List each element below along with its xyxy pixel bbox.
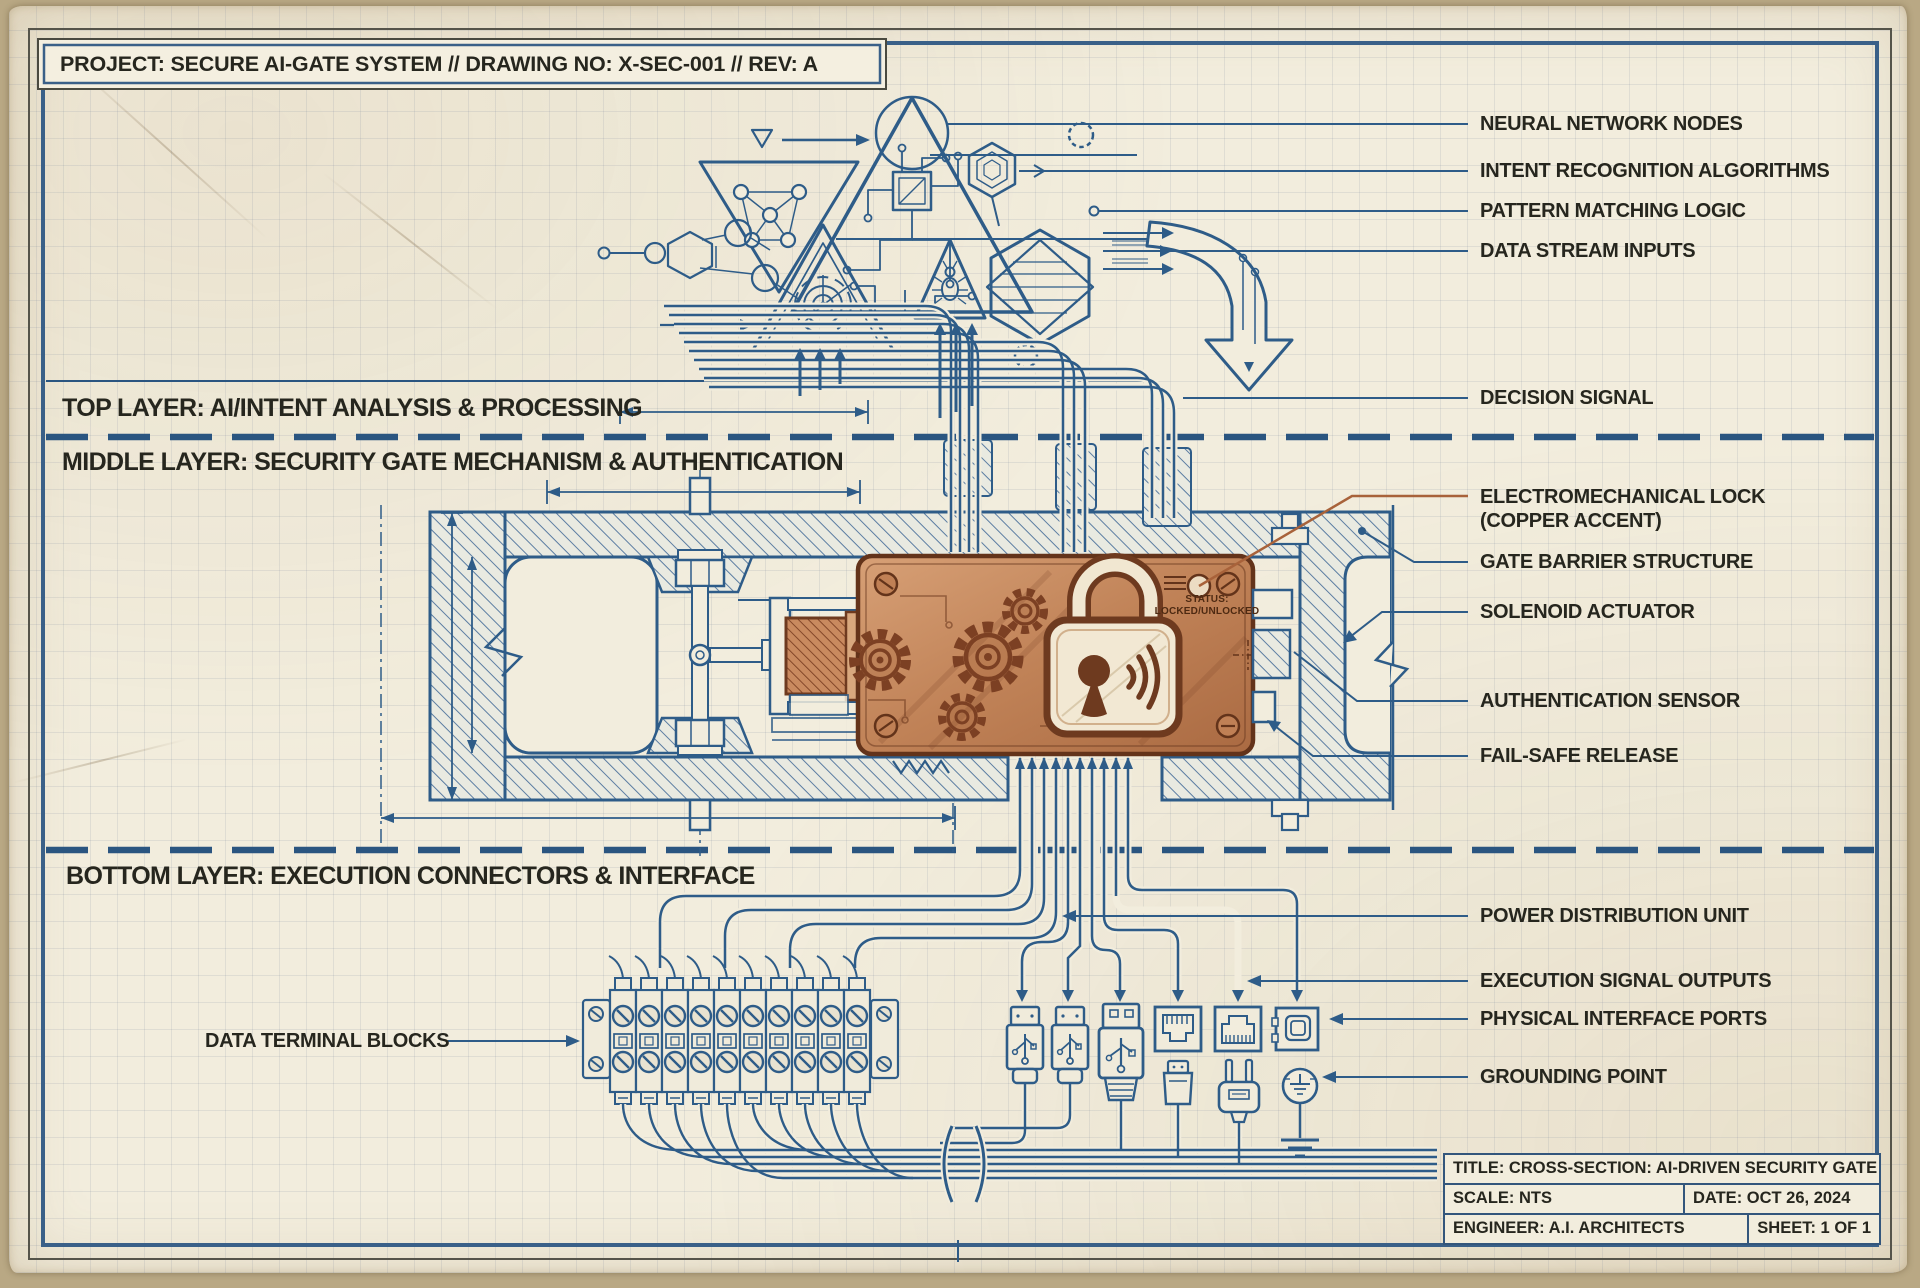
callout-fail-safe-release: FAIL-SAFE RELEASE bbox=[1480, 745, 1679, 767]
dimension-lines bbox=[381, 400, 956, 830]
wireless-signal-icon bbox=[1126, 644, 1161, 710]
data-hexagon-icon bbox=[985, 228, 1095, 346]
title-block-scale: SCALE: NTS bbox=[1453, 1189, 1552, 1207]
padlock-icon bbox=[1043, 553, 1183, 738]
top-layer-label: TOP LAYER: AI/INTENT ANALYSIS & PROCESSI… bbox=[62, 394, 643, 422]
usb-plug-icon bbox=[1097, 1002, 1145, 1102]
callout-solenoid-actuator: SOLENOID ACTUATOR bbox=[1480, 601, 1695, 623]
lock-status-label: STATUS: LOCKED/UNLOCKED bbox=[1145, 594, 1269, 617]
callout-electromechanical-lock: ELECTROMECHANICAL LOCK (COPPER ACCENT) bbox=[1480, 486, 1766, 532]
copper-coil-icon bbox=[784, 616, 850, 696]
authentication-sensor-blocks bbox=[1251, 588, 1294, 724]
signal-up-arrows bbox=[1015, 757, 1303, 1002]
usb-b-port-icon bbox=[1271, 1006, 1320, 1052]
cable-tie-icon bbox=[940, 1124, 988, 1204]
gear-blob-icon bbox=[1067, 121, 1095, 149]
sheet-frame bbox=[28, 28, 1892, 1262]
micro-usb-plug-icon bbox=[1162, 1059, 1194, 1106]
flow-arrow-icon bbox=[1145, 220, 1294, 392]
leader-lines bbox=[448, 123, 1468, 1083]
callout-execution-signal-outputs: EXECUTION SIGNAL OUTPUTS bbox=[1480, 970, 1772, 992]
title-block: TITLE: CROSS-SECTION: AI-DRIVEN SECURITY… bbox=[1443, 1153, 1881, 1245]
spring-symbol bbox=[892, 759, 950, 775]
keyhole-icon bbox=[1078, 655, 1110, 717]
callout-grounding-point: GROUNDING POINT bbox=[1480, 1066, 1667, 1088]
callout-decision-signal: DECISION SIGNAL bbox=[1480, 387, 1654, 409]
title-block-date: DATE: OCT 26, 2024 bbox=[1683, 1185, 1879, 1213]
small-triangle-icon bbox=[750, 128, 774, 149]
middle-layer-label: MIDDLE LAYER: SECURITY GATE MECHANISM & … bbox=[62, 448, 844, 476]
usb-connector-icon bbox=[1005, 1005, 1045, 1085]
callout-data-stream-inputs: DATA STREAM INPUTS bbox=[1480, 240, 1696, 262]
gear-icon bbox=[849, 588, 1048, 741]
callout-intent-recognition: INTENT RECOGNITION ALGORITHMS bbox=[1480, 160, 1830, 182]
callout-data-terminal-blocks: DATA TERMINAL BLOCKS bbox=[205, 1030, 450, 1052]
data-terminal-blocks bbox=[581, 955, 900, 1106]
title-block-sheet: SHEET: 1 OF 1 bbox=[1747, 1215, 1879, 1243]
copper-leader-line bbox=[1198, 494, 1468, 588]
gate-structure bbox=[380, 400, 1410, 856]
ground-symbol-icon bbox=[1281, 1067, 1319, 1158]
usb-connector-icon bbox=[1050, 1005, 1090, 1085]
callout-neural-network-nodes: NEURAL NETWORK NODES bbox=[1480, 113, 1743, 135]
callout-authentication-sensor: AUTHENTICATION SENSOR bbox=[1480, 690, 1740, 712]
cable-bundle-top bbox=[664, 302, 1178, 552]
title-block-engineer: ENGINEER: A.I. ARCHITECTS bbox=[1453, 1219, 1685, 1237]
title-block-title: TITLE: CROSS-SECTION: AI-DRIVEN SECURITY… bbox=[1453, 1159, 1878, 1177]
power-plug-icon bbox=[1217, 1058, 1261, 1124]
callout-physical-interface-ports: PHYSICAL INTERFACE PORTS bbox=[1480, 1008, 1767, 1030]
gate-barrier-bottom-beam bbox=[428, 755, 1010, 802]
gate-bolt-assembly bbox=[674, 476, 773, 832]
ethernet-port-icon bbox=[1153, 1005, 1203, 1053]
wire-bundle-bottom bbox=[619, 1083, 1437, 1204]
gate-barrier-top-beam bbox=[428, 510, 1392, 559]
callout-pattern-matching: PATTERN MATCHING LOGIC bbox=[1480, 200, 1746, 222]
status-line1: STATUS: bbox=[1185, 594, 1229, 605]
top-layer-art bbox=[597, 95, 1294, 392]
vent-lines bbox=[1164, 576, 1186, 590]
electromechanical-lock-panel bbox=[849, 553, 1264, 757]
centerline-crosshair bbox=[1233, 640, 1264, 670]
neural-triangle-icon bbox=[698, 160, 860, 294]
physical-interface-connectors bbox=[1005, 1002, 1320, 1158]
callout-gate-barrier: GATE BARRIER STRUCTURE bbox=[1480, 551, 1754, 573]
callout-power-distribution: POWER DISTRIBUTION UNIT bbox=[1480, 905, 1749, 927]
bottom-layer-label: BOTTOM LAYER: EXECUTION CONNECTORS & INT… bbox=[66, 862, 755, 890]
drawing-title-banner: PROJECT: SECURE AI-GATE SYSTEM // DRAWIN… bbox=[60, 52, 818, 76]
ethernet-port-icon bbox=[1213, 1005, 1263, 1053]
status-line2: LOCKED/UNLOCKED bbox=[1154, 605, 1260, 617]
cable-bundle-bottom bbox=[656, 757, 1303, 1002]
